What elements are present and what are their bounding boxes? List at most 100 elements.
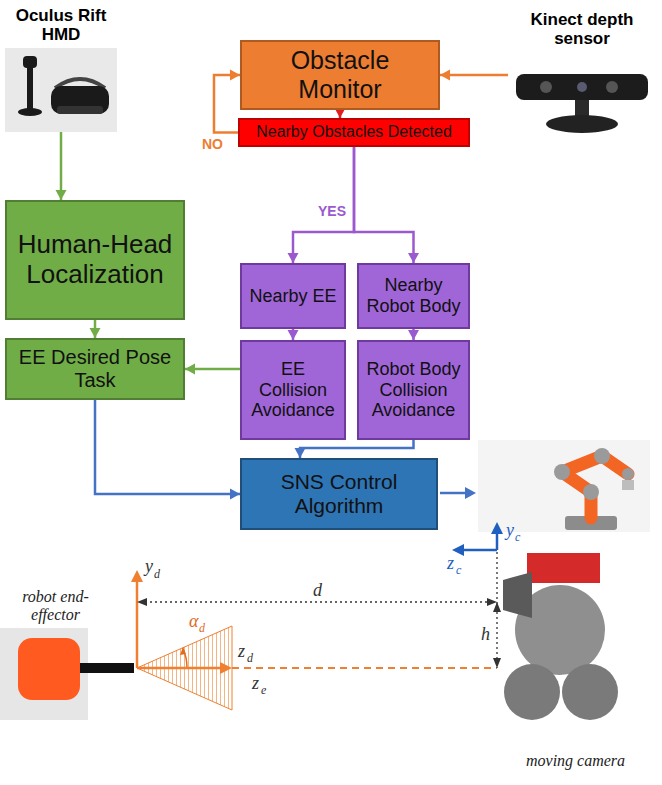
camera-picture-part bbox=[504, 664, 560, 720]
axis-subscript: e bbox=[261, 684, 266, 698]
connector bbox=[56, 132, 67, 200]
connector bbox=[354, 147, 419, 263]
decision-box: Nearby Obstacles Detected bbox=[238, 118, 470, 147]
connector bbox=[288, 329, 299, 340]
desired-frame-axes-part bbox=[137, 667, 222, 670]
robot-arm-picture bbox=[478, 440, 650, 532]
box-text: Nearby EE bbox=[249, 286, 336, 307]
device-image: Kinect depth sensor bbox=[508, 52, 656, 148]
end-effector-picture-part bbox=[0, 628, 88, 720]
view-cone-part bbox=[180, 648, 186, 655]
box-text: Obstacle Monitor bbox=[246, 46, 434, 104]
box-text: SNS Control Algorithm bbox=[246, 470, 432, 518]
device-picture-part bbox=[516, 74, 648, 100]
dimension-lines bbox=[137, 552, 501, 668]
process-box: Human-Head Localization bbox=[5, 200, 185, 320]
figure-label: d bbox=[313, 580, 322, 601]
connector-line bbox=[354, 147, 414, 263]
process-box: Robot Body Collision Avoidance bbox=[357, 340, 470, 440]
edge-label: YES bbox=[316, 203, 348, 219]
arrow-head bbox=[185, 364, 195, 375]
device-image: Oculus Rift HMD bbox=[5, 48, 117, 132]
connector bbox=[95, 400, 240, 500]
arrow-head bbox=[56, 190, 67, 200]
connector bbox=[90, 320, 101, 338]
arrow-head bbox=[408, 253, 419, 263]
robot-arm-picture-part bbox=[622, 468, 634, 480]
dimension-lines-part bbox=[487, 598, 497, 606]
dimension-lines-part bbox=[145, 601, 489, 602]
control-output-arrow-part bbox=[440, 492, 466, 495]
box-text: Human-Head Localization bbox=[11, 230, 179, 290]
arrow-head bbox=[288, 330, 299, 340]
device-picture-part bbox=[18, 108, 42, 116]
connector-line bbox=[293, 147, 354, 263]
camera-frame-axes bbox=[452, 522, 503, 556]
process-box: EE Desired Pose Task bbox=[5, 338, 185, 400]
figure-label: z bbox=[238, 641, 245, 662]
connector-line bbox=[214, 75, 240, 133]
desired-frame-axes-part bbox=[131, 570, 143, 582]
device-heading: Oculus Rift HMD bbox=[1, 6, 121, 45]
view-cone-part bbox=[137, 626, 232, 710]
end-effector-picture bbox=[0, 628, 134, 720]
device-picture-part bbox=[57, 106, 103, 114]
device-picture-part bbox=[606, 81, 618, 93]
axis-subscript: c bbox=[456, 564, 461, 578]
connector bbox=[214, 70, 240, 133]
device-picture-part bbox=[51, 86, 109, 114]
arrow-head bbox=[295, 448, 306, 458]
dimension-lines-part bbox=[493, 658, 501, 668]
connector bbox=[440, 70, 508, 81]
robot-arm-picture-part bbox=[478, 440, 650, 532]
connector bbox=[295, 440, 414, 458]
figure-label: z bbox=[447, 553, 454, 574]
connector-line bbox=[300, 440, 414, 458]
end-effector-picture-part bbox=[80, 663, 134, 673]
device-picture-part bbox=[540, 81, 552, 93]
camera-frame-axes-part bbox=[496, 532, 499, 550]
connector bbox=[288, 147, 355, 263]
device-picture-part bbox=[546, 115, 618, 133]
dimension-lines-part bbox=[493, 602, 501, 612]
dimension-lines-part bbox=[137, 598, 147, 606]
box-text: Nearby Obstacles Detected bbox=[256, 123, 452, 141]
end-effector-picture-part bbox=[18, 638, 80, 700]
box-text: EE Desired Pose Task bbox=[11, 346, 179, 392]
figure-label: z bbox=[252, 673, 259, 694]
figure-label: α bbox=[189, 611, 198, 632]
device-picture bbox=[5, 48, 117, 132]
device-picture bbox=[508, 52, 656, 148]
axis-subscript: d bbox=[247, 652, 253, 666]
connector-line bbox=[440, 74, 508, 77]
device-picture-part bbox=[577, 82, 587, 92]
device-picture-part bbox=[27, 62, 33, 110]
robot-arm-picture-part bbox=[562, 456, 628, 518]
desired-frame-axes-part bbox=[136, 580, 139, 668]
arrow-head bbox=[90, 328, 101, 338]
arrow-head bbox=[288, 253, 299, 263]
device-picture-part bbox=[508, 52, 656, 148]
arrow-head bbox=[230, 70, 240, 81]
axis-subscript: d bbox=[199, 622, 205, 636]
robot-arm-picture-part bbox=[622, 480, 634, 490]
figure-label: y bbox=[145, 556, 153, 577]
robot-arm-picture-part bbox=[554, 464, 570, 480]
arrow-head bbox=[408, 330, 419, 340]
control-output-arrow bbox=[440, 487, 476, 499]
connector bbox=[185, 364, 240, 375]
camera-frame-axes-part bbox=[491, 522, 503, 534]
axis-subscript: d bbox=[154, 568, 160, 582]
camera-picture-part bbox=[503, 572, 532, 618]
connector-line bbox=[60, 132, 63, 200]
desired-frame-axes-part bbox=[232, 667, 497, 669]
figure-label: y bbox=[506, 520, 514, 541]
box-text: Robot Body Collision Avoidance bbox=[363, 359, 464, 421]
figure-label: h bbox=[481, 624, 490, 645]
box-text: Nearby Robot Body bbox=[363, 275, 464, 316]
arrow-head bbox=[230, 489, 240, 500]
desired-frame-axes-part bbox=[220, 662, 232, 674]
connector bbox=[408, 329, 419, 340]
edge-label: NO bbox=[200, 136, 225, 152]
